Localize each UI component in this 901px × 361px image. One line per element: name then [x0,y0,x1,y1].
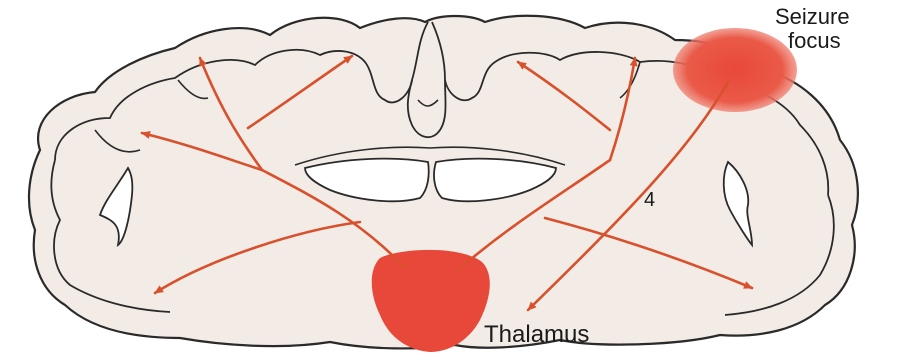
thalamus-label: Thalamus [484,321,589,348]
seizure-focus-label-line2: focus [788,28,841,53]
seizure-focus [673,28,797,112]
seizure-focus-label-line1: Seizure [775,4,850,29]
pathway-number-label: 4 [644,189,655,211]
